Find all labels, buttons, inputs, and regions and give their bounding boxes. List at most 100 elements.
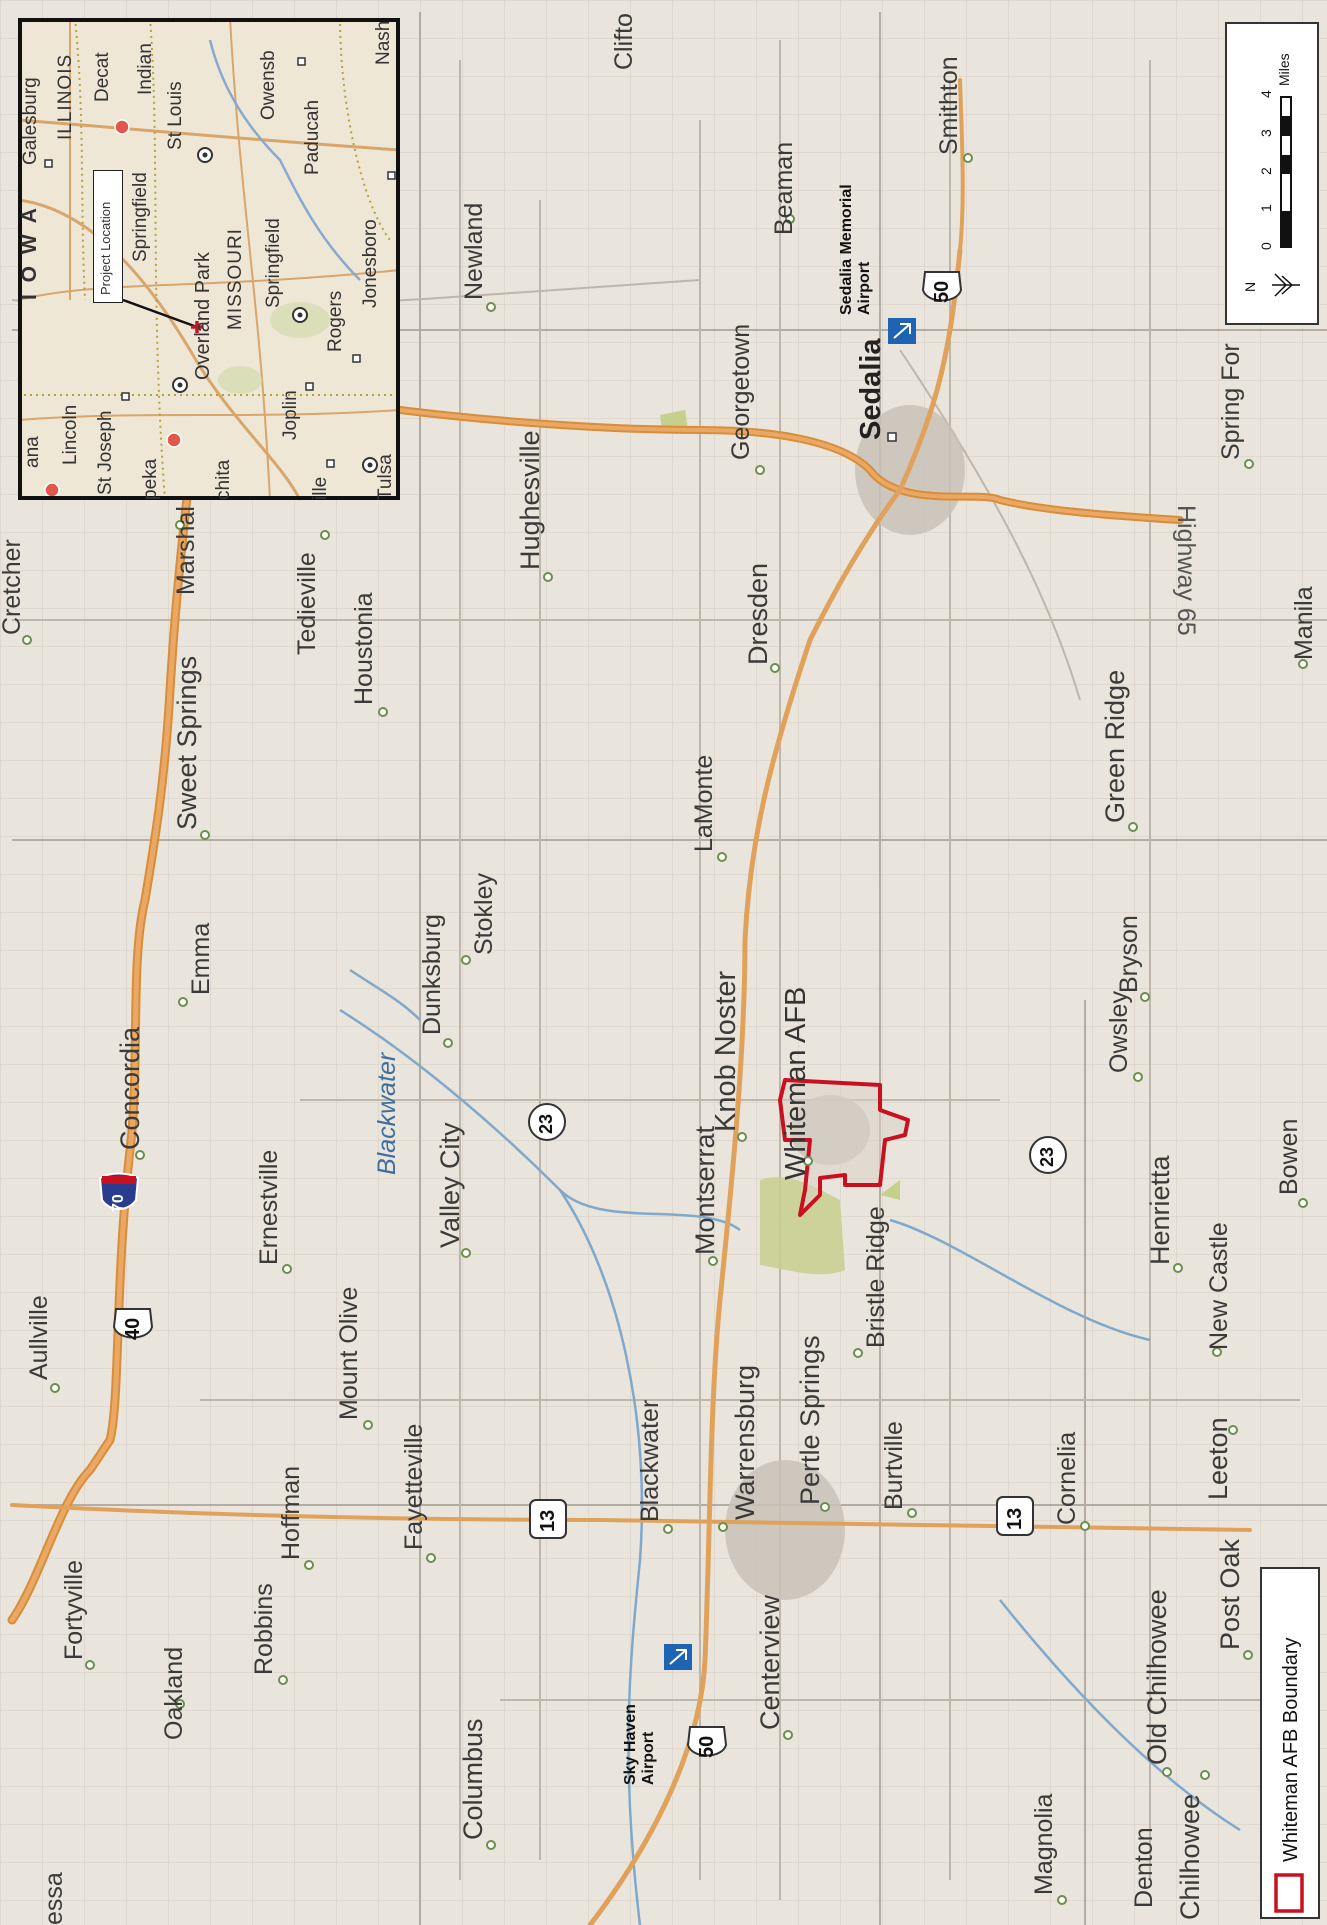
city-label-sedalia: Sedalia: [855, 338, 887, 440]
inset-label: Springfield: [263, 218, 284, 308]
airport-icon: [664, 1644, 692, 1670]
inset-label: Overland Park: [192, 252, 214, 380]
town-label: Magnolia: [1030, 1793, 1058, 1895]
town-label: Pertle Springs: [795, 1335, 825, 1505]
scale-tick: 3: [1258, 129, 1274, 137]
town-label: Ernestville: [255, 1149, 283, 1265]
town-label: Columbus: [458, 1718, 488, 1840]
inset-label: ille: [310, 476, 331, 500]
inset-label: Lincoln: [60, 404, 81, 465]
town-label: Bristle Ridge: [862, 1206, 890, 1348]
airport-label: Sky Haven Airport: [622, 1704, 657, 1785]
town-label: Georgetown: [727, 323, 755, 460]
town-label: Smithton: [935, 56, 963, 155]
inset-label: St Joseph: [95, 410, 116, 496]
us-50-shield: [686, 1723, 728, 1767]
inset-label: Springfield: [130, 172, 151, 262]
water-label: Blackwater: [373, 1052, 401, 1175]
inset-label: Jonesboro: [360, 219, 381, 308]
inset-label: ILLINOIS: [55, 53, 76, 140]
town-label: Warrensburg: [730, 1364, 760, 1520]
us-40-shield: [112, 1305, 154, 1349]
town-label: Henrietta: [1145, 1155, 1175, 1265]
town-label: Clifto: [610, 13, 638, 70]
inset-label: Rogers: [325, 290, 346, 352]
shield-label: 40: [122, 1317, 144, 1340]
town-label: Owsley: [1105, 991, 1133, 1073]
inset-label: Galesburg: [20, 77, 41, 165]
town-label: Hughesville: [515, 430, 545, 570]
town-label: Hoffman: [277, 1465, 305, 1560]
afb-boundary: [778, 1078, 910, 1217]
town-label: LaMonte: [690, 754, 718, 852]
shield-label: 13: [1004, 1507, 1026, 1530]
afb-label: Whiteman AFB: [780, 986, 812, 1180]
inset-label: Nash: [373, 20, 394, 65]
minor-roads: [11, 40, 1327, 1900]
route-23-circle: [1028, 1135, 1068, 1175]
town-label: Mount Olive: [335, 1286, 363, 1420]
route-23-circle: [527, 1102, 567, 1142]
inset-state-label: I O W A: [18, 205, 41, 300]
scale-tick: 4: [1258, 90, 1274, 98]
town-label: Burtville: [880, 1421, 908, 1510]
town-label: Houstonia: [350, 592, 378, 705]
north-label: N: [1242, 281, 1258, 292]
town-label: Chilhowee: [1175, 1793, 1205, 1920]
town-label: Robbins: [250, 1583, 278, 1675]
inset-label: Paducah: [302, 99, 323, 175]
scale-tick: 0: [1258, 242, 1274, 250]
town-label: Cornelia: [1053, 1431, 1081, 1525]
inset-label: peka: [140, 458, 161, 500]
town-markers: [22, 153, 1308, 1905]
town-label: Manila: [1290, 586, 1318, 660]
town-label: Aullville: [25, 1295, 53, 1380]
inset-map: [17, 17, 401, 501]
inset-label: MISSOURI: [225, 228, 246, 330]
scale-tick: 1: [1258, 204, 1274, 212]
legend-box: [1260, 1567, 1320, 1919]
town-label: Bowen: [1275, 1118, 1303, 1195]
highway-label: Highway 65: [1172, 505, 1200, 636]
county-lines: [12, 12, 1327, 1925]
shield-label: 23: [1037, 1146, 1057, 1167]
scale-box: [1225, 22, 1319, 325]
town-label: Post Oak: [1215, 1538, 1245, 1650]
inset-label: St Louis: [165, 81, 186, 150]
major-roads: [7, 78, 1252, 1925]
town-label: Valley City: [435, 1122, 465, 1248]
project-location-callout: [93, 170, 123, 303]
interstate-70-shield: [98, 1172, 140, 1218]
town-label: Fortyville: [60, 1559, 88, 1660]
shield-label: 50: [696, 1735, 718, 1758]
shield-label: 70: [110, 1194, 127, 1212]
town-label: Emma: [187, 922, 215, 995]
shield-label: 50: [931, 280, 953, 303]
scale-unit: Miles: [1276, 53, 1292, 86]
us-13-shield: [995, 1495, 1035, 1537]
shield-label: 13: [537, 1509, 559, 1532]
town-label: Beaman: [770, 141, 798, 235]
inset-label: Joplin: [280, 390, 301, 440]
town-label: Knob Noster: [710, 970, 742, 1132]
town-label: Newland: [460, 202, 488, 300]
town-label: Stokley: [470, 873, 498, 955]
us-50-shield: [921, 268, 963, 312]
airport-icon: [888, 318, 916, 344]
town-label: Montserrat: [690, 1125, 720, 1255]
town-label: Sweet Springs: [172, 655, 202, 830]
inset-label: Owensb: [258, 50, 279, 120]
scale-tick: 2: [1258, 167, 1274, 175]
town-label: Denton: [1130, 1827, 1158, 1908]
inset-label: Indian: [135, 43, 156, 95]
town-label: New Castle: [1205, 1222, 1233, 1350]
town-label: Oakland: [160, 1646, 188, 1740]
airport-label: Sedalia Memorial Airport: [838, 184, 873, 315]
town-label: Blackwater: [636, 1399, 664, 1522]
town-label: Centerview: [755, 1594, 785, 1730]
town-label: Fayetteville: [400, 1423, 428, 1550]
us-13-shield: [528, 1498, 568, 1540]
town-label: Marshal: [172, 506, 200, 595]
